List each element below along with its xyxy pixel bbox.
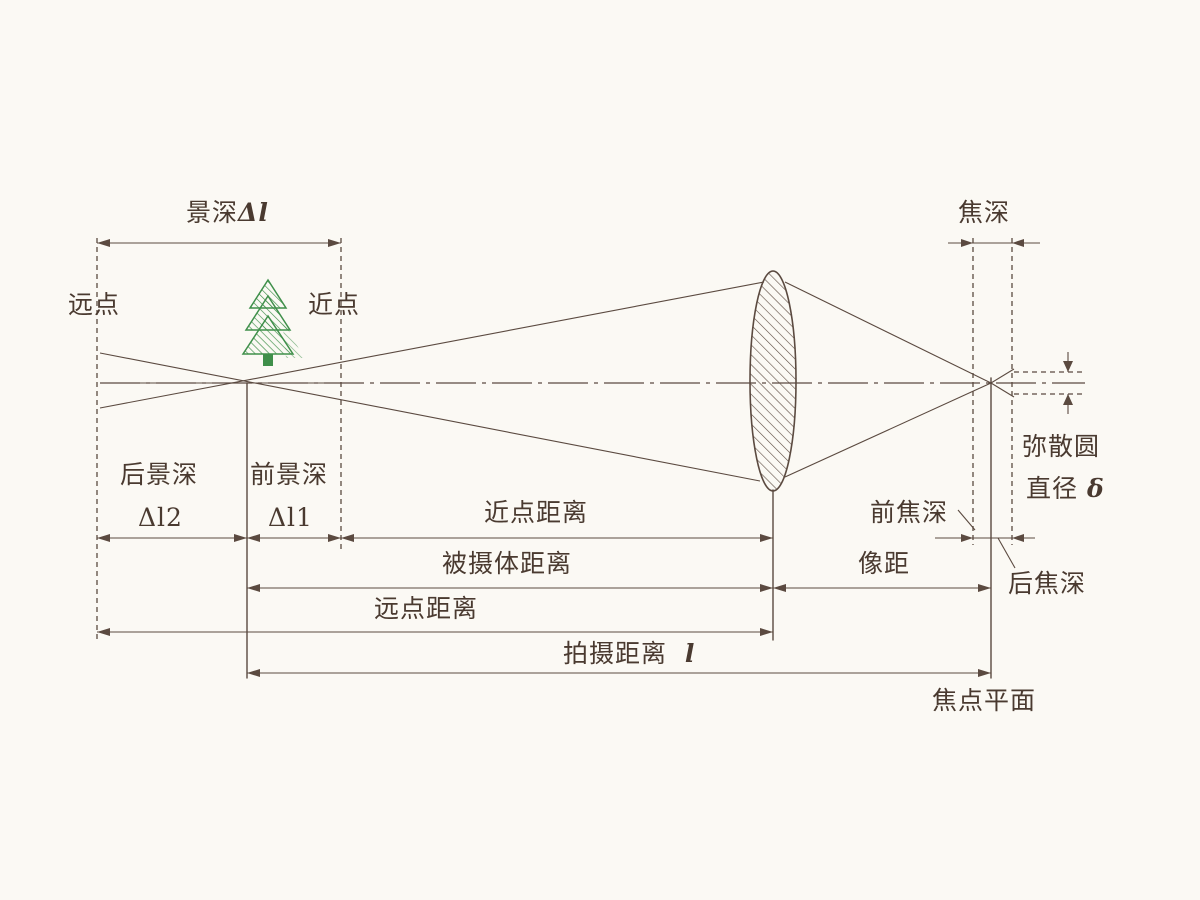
rear-focal-depth-label: 后焦深	[1008, 569, 1087, 598]
rear-depth-dimension	[97, 534, 247, 542]
shooting-distance-dimension	[247, 669, 991, 677]
ray-lower-to-lens	[99, 352, 761, 482]
depth-of-field-dimension	[97, 239, 341, 247]
shooting-distance-label: 拍摄距离 l	[563, 639, 696, 668]
ray-beyond-focus-upper	[990, 368, 1015, 384]
subject-distance-label: 被摄体距离	[442, 549, 573, 578]
front-focal-depth-label: 前焦深	[870, 498, 949, 527]
circle-of-confusion-marker	[1014, 352, 1085, 414]
subject-distance-dimension	[247, 584, 773, 592]
image-distance-label: 像距	[858, 549, 911, 578]
front-focal-depth-leader	[957, 509, 976, 531]
tree-icon	[241, 278, 304, 366]
focal-depth-ticks	[935, 534, 1035, 542]
circle-of-confusion-diameter-label: 直径 δ	[1026, 474, 1105, 503]
near-point-distance-label: 近点距离	[484, 498, 589, 527]
front-depth-label: 前景深	[250, 460, 329, 489]
circle-of-confusion-label: 弥散圆	[1022, 432, 1101, 461]
depth-of-field-label: 景深Δl	[186, 198, 269, 227]
rear-depth-label: 后景深	[120, 460, 199, 489]
far-point-distance-label: 远点距离	[374, 594, 479, 623]
focal-depth-label: 焦深	[958, 198, 1011, 227]
ray-beyond-focus-lower	[990, 382, 1015, 398]
near-point-distance-dimension	[341, 534, 773, 542]
image-distance-dimension	[773, 584, 991, 592]
ray-lens-top-to-focus	[784, 281, 992, 384]
rear-focal-depth-leader	[997, 537, 1016, 569]
far-point-distance-dimension	[97, 628, 773, 636]
ray-upper-to-lens	[99, 281, 765, 409]
focal-depth-dimension	[948, 239, 1040, 247]
rear-depth-symbol: Δl2	[138, 503, 183, 532]
near-point-label: 近点	[308, 290, 361, 319]
focal-plane-label: 焦点平面	[932, 686, 1037, 715]
ray-lens-bottom-to-focus	[784, 382, 992, 478]
convex-lens-icon	[749, 270, 797, 492]
front-depth-dimension	[247, 534, 341, 542]
front-depth-symbol: Δl1	[268, 503, 313, 532]
far-point-label: 远点	[68, 290, 121, 319]
